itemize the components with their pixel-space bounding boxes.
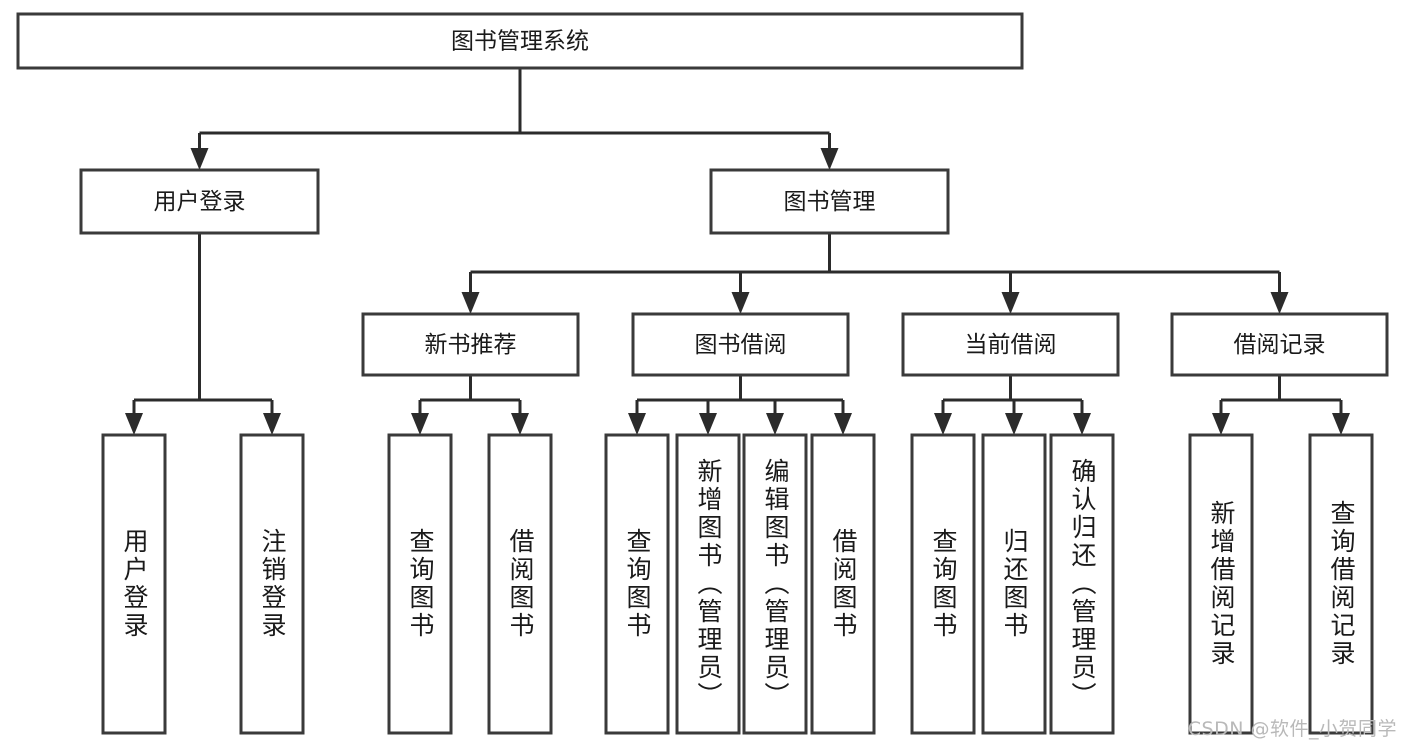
level3-node-2-rect[interactable] — [901, 312, 1120, 377]
level3-node-label-0: 新书推荐 — [425, 332, 517, 358]
level3-node-1[interactable] — [631, 312, 850, 377]
arrow-down-icon-leaf-11 — [1212, 413, 1230, 435]
level3-node-label-1: 图书借阅 — [695, 332, 787, 358]
arrow-down-icon-l3-3 — [1270, 292, 1289, 314]
arrow-down-icon-leaf-3 — [511, 413, 529, 435]
leaf-node-10-rect[interactable] — [1049, 433, 1115, 735]
level3-node-0[interactable] — [361, 312, 580, 377]
level3-node-3[interactable] — [1170, 312, 1389, 377]
leaf-node-8-rect[interactable] — [910, 433, 976, 735]
arrow-down-icon-leaf-4 — [628, 413, 646, 435]
leaf-node-3-rect[interactable] — [487, 433, 553, 735]
level2-node-label-0: 用户登录 — [154, 189, 246, 215]
watermark-text: CSDN @软件_小贺同学 — [1187, 718, 1397, 740]
level2-node-0[interactable] — [79, 168, 320, 235]
level2-node-1-rect[interactable] — [709, 168, 950, 235]
arrow-down-icon-leaf-2 — [411, 413, 429, 435]
arrow-down-icon-leaf-12 — [1332, 413, 1350, 435]
level2-node-0-rect[interactable] — [79, 168, 320, 235]
leaf-node-4-rect[interactable] — [604, 433, 670, 735]
arrow-down-icon-l3-0 — [461, 292, 480, 314]
level3-node-1-rect[interactable] — [631, 312, 850, 377]
leaf-node-11-rect[interactable] — [1188, 433, 1254, 735]
box-layer — [16, 12, 1389, 735]
arrow-down-icon-leaf-7 — [834, 413, 852, 435]
arrow-down-icon-leaf-6 — [766, 413, 784, 435]
level3-node-0-rect[interactable] — [361, 312, 580, 377]
root-node-rect[interactable] — [16, 12, 1024, 70]
leaf-node-1-rect[interactable] — [239, 433, 305, 735]
connector-layer — [125, 68, 1350, 435]
level2-node-1[interactable] — [709, 168, 950, 235]
level3-node-2[interactable] — [901, 312, 1120, 377]
arrow-down-icon-l3-1 — [731, 292, 750, 314]
arrow-down-icon-leaf-0 — [125, 413, 143, 435]
leaf-node-2-rect[interactable] — [387, 433, 453, 735]
arrow-down-icon-l3-2 — [1001, 292, 1020, 314]
arrow-down-icon-leaf-9 — [1005, 413, 1023, 435]
leaf-node-5-rect[interactable] — [675, 433, 741, 735]
leaf-node-0-rect[interactable] — [101, 433, 167, 735]
arrow-down-icon-leaf-8 — [934, 413, 952, 435]
root-node-label: 图书管理系统 — [451, 29, 589, 55]
level2-node-label-1: 图书管理 — [784, 189, 876, 215]
level3-node-3-rect[interactable] — [1170, 312, 1389, 377]
leaf-node-7-rect[interactable] — [810, 433, 876, 735]
leaf-node-12-rect[interactable] — [1308, 433, 1374, 735]
arrow-down-icon-l2-0 — [190, 148, 209, 170]
level3-node-label-3: 借阅记录 — [1234, 332, 1326, 358]
root-node[interactable] — [16, 12, 1024, 70]
arrow-down-icon-leaf-1 — [263, 413, 281, 435]
level3-node-label-2: 当前借阅 — [965, 332, 1057, 358]
arrow-down-icon-l2-1 — [820, 148, 839, 170]
leaf-node-9-rect[interactable] — [981, 433, 1047, 735]
arrow-down-icon-leaf-5 — [699, 413, 717, 435]
leaf-node-6-rect[interactable] — [742, 433, 808, 735]
arrow-down-icon-leaf-10 — [1073, 413, 1091, 435]
